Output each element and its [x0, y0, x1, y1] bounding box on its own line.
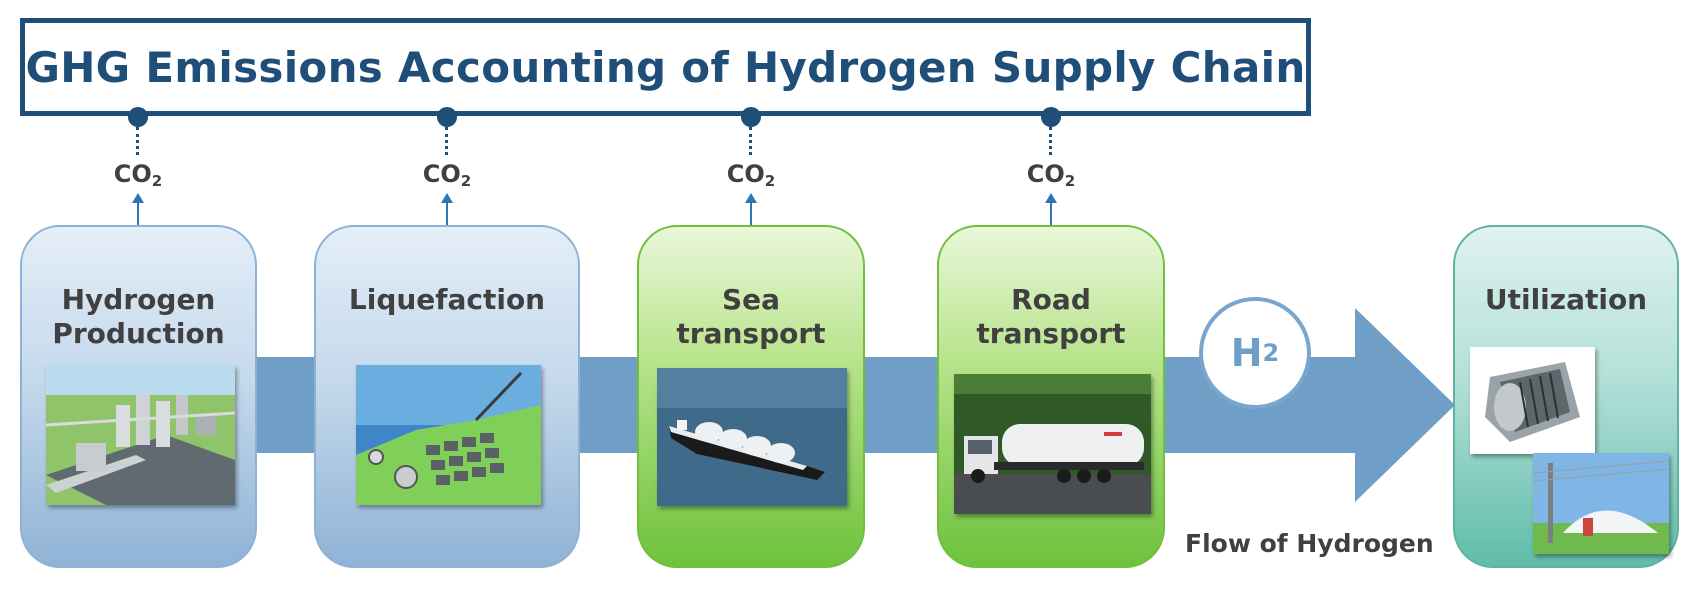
- co2-label: CO2: [422, 160, 472, 190]
- connector-dot: [741, 107, 761, 127]
- emission-arrow-line: [1050, 200, 1052, 225]
- flow-arrow-icon: [1355, 308, 1455, 502]
- connector-dot: [437, 107, 457, 127]
- dotted-connector: [445, 127, 448, 155]
- title-box: GHG Emissions Accounting of Hydrogen Sup…: [20, 18, 1311, 116]
- co2-label: CO2: [1026, 160, 1076, 190]
- emission-arrow-head: [745, 193, 757, 203]
- dotted-connector: [1049, 127, 1052, 155]
- stage-label: Utilization: [1484, 283, 1648, 316]
- emission-arrow-head: [1045, 193, 1057, 203]
- lh2-carrier-ship-photo: [657, 368, 847, 506]
- stage-label: Liquefaction: [348, 283, 546, 316]
- emission-arrow-line: [750, 200, 752, 225]
- diagram-title: GHG Emissions Accounting of Hydrogen Sup…: [25, 42, 1306, 92]
- emission-arrow-head: [441, 193, 453, 203]
- stage-utilization: Utilization: [1453, 225, 1679, 568]
- dotted-connector: [749, 127, 752, 155]
- flow-label: Flow of Hydrogen: [1185, 529, 1434, 558]
- co2-label: CO2: [113, 160, 163, 190]
- hydrogen-plant-photo: [46, 365, 235, 505]
- emission-arrow-head: [132, 193, 144, 203]
- emission-arrow-line: [137, 200, 139, 225]
- emission-arrow-line: [446, 200, 448, 225]
- power-plant-photo: [1533, 453, 1669, 554]
- stage-liquefaction: Liquefaction: [314, 225, 580, 568]
- gas-turbine-photo: [1470, 347, 1595, 454]
- connector-dot: [1041, 107, 1061, 127]
- dotted-connector: [136, 127, 139, 155]
- liquefaction-base-photo: [356, 365, 541, 505]
- tanker-truck-photo: [954, 374, 1151, 514]
- connector-dot: [128, 107, 148, 127]
- co2-label: CO2: [726, 160, 776, 190]
